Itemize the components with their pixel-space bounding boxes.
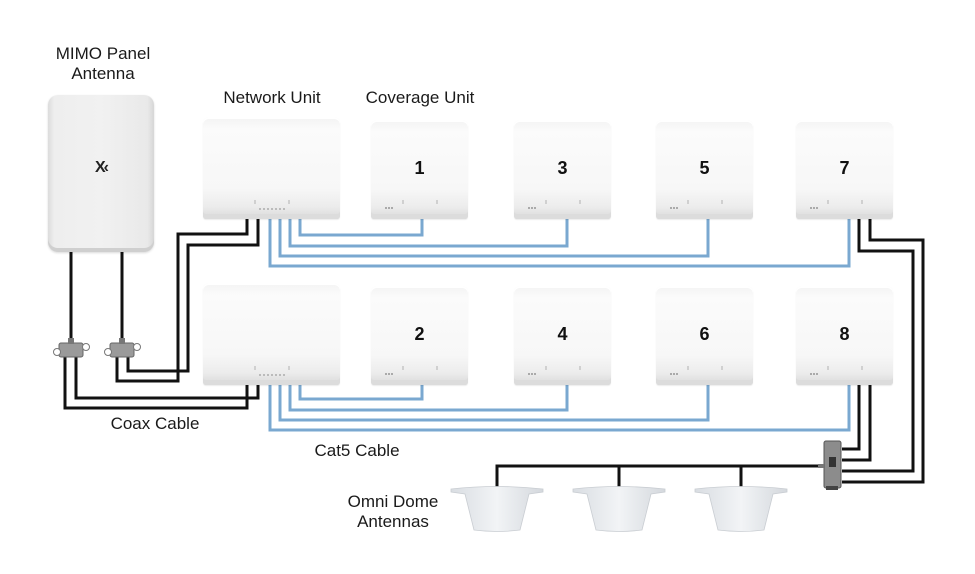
coax-cable — [842, 385, 872, 462]
cat5-cable — [278, 219, 710, 258]
unit-logo-mark — [686, 366, 723, 370]
cat5-cable — [298, 385, 424, 401]
unit-logo-mark — [401, 366, 438, 370]
coverage-unit: 2 — [371, 286, 468, 385]
omni-dome-antenna — [450, 486, 544, 532]
coax-cable — [126, 219, 260, 373]
unit-logo-mark — [826, 366, 863, 370]
port-mark — [528, 373, 536, 377]
label-line: Antenna — [71, 64, 135, 83]
coverage-unit: 4 — [514, 286, 611, 385]
network-unit — [203, 283, 340, 385]
status-leds — [258, 208, 285, 212]
unit-logo-mark — [544, 366, 581, 370]
coverage-unit: 7 — [796, 120, 893, 219]
unit-logo-mark — [401, 200, 438, 204]
unit-logo-mark — [253, 366, 290, 370]
port-mark — [670, 207, 678, 211]
coverage-unit-number: 5 — [699, 158, 710, 178]
coverage-unit: 3 — [514, 120, 611, 219]
coverage-unit: 5 — [656, 120, 753, 219]
coax-cable — [842, 385, 861, 451]
status-leds — [258, 374, 285, 378]
cat5-cable — [288, 219, 569, 248]
two-way-splitter — [104, 338, 141, 358]
unit-logo-mark — [686, 200, 723, 204]
port-mark — [528, 207, 536, 211]
port-mark — [670, 373, 678, 377]
coax-cable — [842, 219, 925, 484]
cat5-cable — [278, 385, 710, 422]
omni-dome-antenna — [572, 486, 666, 532]
coax-cable — [63, 357, 249, 410]
label-line: MIMO Panel — [55, 44, 151, 63]
coverage-unit-number: 7 — [839, 158, 850, 178]
coverage-unit-label: Coverage Unit — [365, 88, 475, 107]
cel-fi-x-logo-icon: X‹ — [95, 159, 109, 176]
unit-logo-mark — [826, 200, 863, 204]
omni-dome-antenna — [694, 486, 788, 532]
network-unit — [203, 117, 340, 219]
network-unit-label: Network Unit — [223, 88, 321, 107]
coverage-unit: 6 — [656, 286, 753, 385]
port-mark — [385, 207, 393, 211]
two-way-splitter — [53, 338, 90, 358]
coax-cable — [74, 357, 260, 400]
coverage-unit-number: 4 — [557, 324, 568, 344]
coverage-unit: 8 — [796, 286, 893, 385]
cat5-cable — [288, 385, 569, 412]
label-line: Antennas — [357, 512, 429, 531]
cat5-cable-label: Cat5 Cable — [314, 441, 400, 460]
coax-cable — [495, 464, 822, 488]
coax-cable-label: Coax Cable — [110, 414, 200, 433]
mimo-panel-antenna: X‹ — [48, 95, 154, 252]
cat5-cable — [298, 219, 424, 237]
coax-cable — [842, 219, 915, 473]
coverage-unit-number: 2 — [414, 324, 425, 344]
coverage-unit: 1 — [371, 120, 468, 219]
coverage-unit-number: 8 — [839, 324, 850, 344]
omni-dome-antennas-label: Omni Dome Antennas — [338, 492, 448, 532]
cat5-cable — [268, 385, 851, 432]
coverage-unit-number: 3 — [557, 158, 568, 178]
port-mark — [810, 373, 818, 377]
mimo-panel-antenna-label: MIMO Panel Antenna — [38, 44, 168, 84]
coax-cable — [115, 219, 249, 383]
four-way-splitter — [818, 440, 842, 490]
port-mark — [385, 373, 393, 377]
port-mark — [810, 207, 818, 211]
coverage-unit-number: 6 — [699, 324, 710, 344]
cat5-cable — [268, 219, 851, 268]
unit-logo-mark — [253, 200, 290, 204]
coverage-unit-number: 1 — [414, 158, 425, 178]
label-line: Omni Dome — [347, 492, 439, 511]
unit-logo-mark — [544, 200, 581, 204]
